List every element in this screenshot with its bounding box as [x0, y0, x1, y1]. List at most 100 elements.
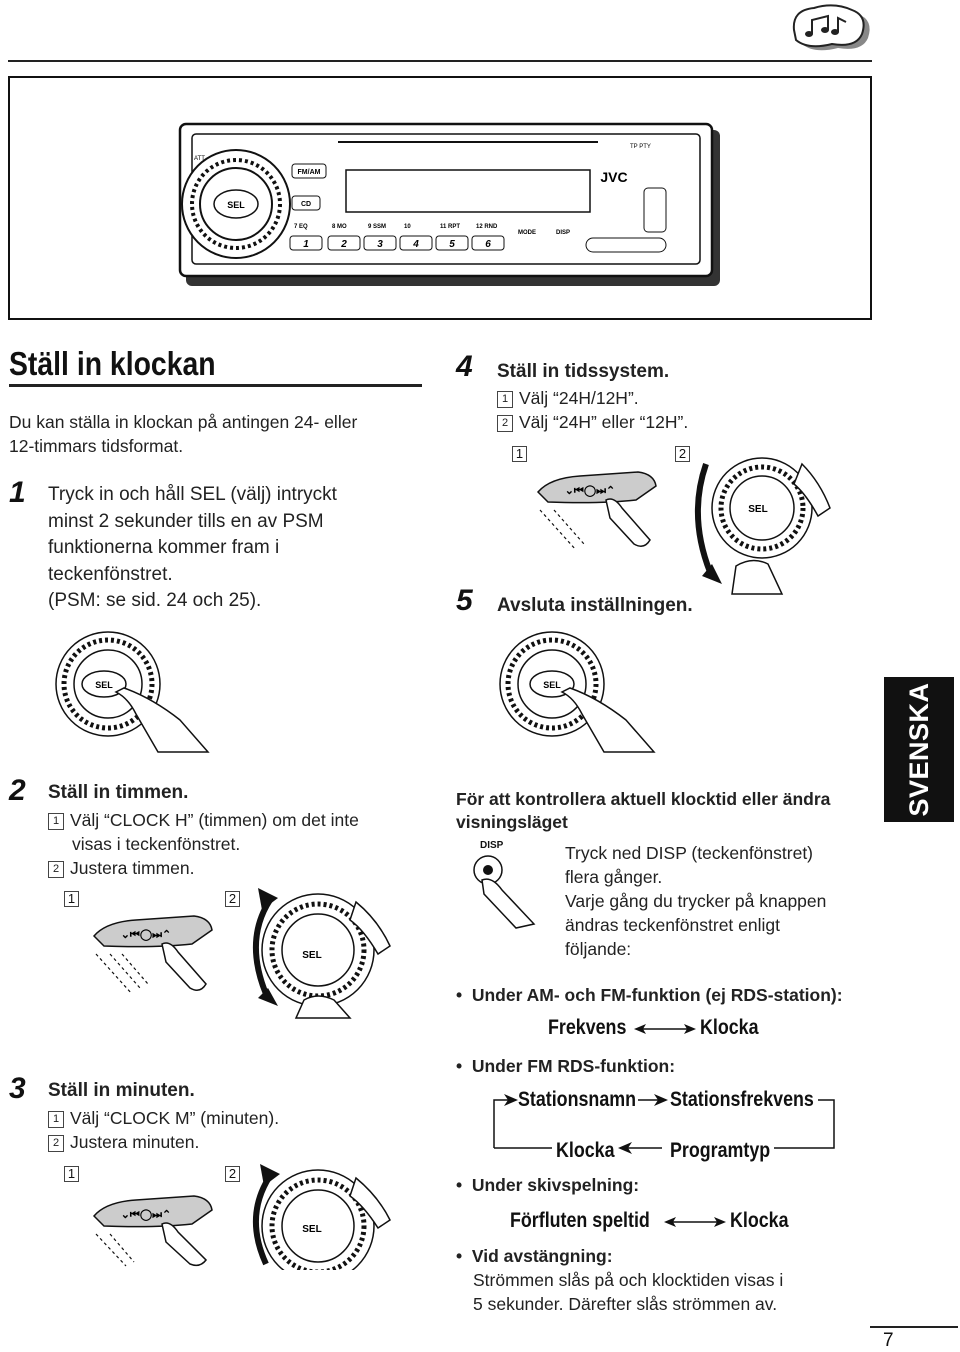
svg-text:SEL: SEL — [748, 504, 767, 515]
unit-preset-button — [289, 235, 323, 251]
music-logo-icon — [792, 4, 870, 51]
unit-top-label: 11 RPT — [440, 224, 460, 230]
page-title: Ställ in klockan — [9, 345, 216, 382]
intro-line-1: Du kan ställa in klockan på antingen 24-… — [9, 412, 358, 432]
cycle-clock-2: Klocka — [556, 1139, 615, 1162]
page-number: 7 — [883, 1330, 894, 1351]
unit-top-label: 10 — [404, 224, 411, 230]
unit-sel-label: SEL — [227, 200, 245, 210]
unit-preset-button — [363, 235, 397, 251]
car-stereo-illustration: SEL ATT FM/AM CD JVC TP PTY 7 EQ 8 MO 9 SS… — [178, 122, 720, 286]
unit-preset-button — [471, 235, 505, 251]
unit-brand-logo: JVC — [600, 169, 627, 185]
step-2-marker-2: 2 — [225, 891, 240, 907]
svg-text:⌄⏮◯⏭⌃: ⌄⏮◯⏭⌃ — [565, 485, 616, 497]
step-3-marker-2: 2 — [225, 1166, 240, 1182]
footer-rule — [870, 1326, 958, 1328]
step-4-turn-knob-illustration: SEL — [694, 457, 831, 595]
title-rule — [9, 384, 422, 387]
unit-fm-am-label: FM/AM — [298, 169, 321, 176]
step-1-text: Tryck in och håll SEL (välj) intryckt mi… — [48, 484, 337, 611]
top-rule — [8, 60, 872, 62]
step-5-title: Avsluta inställningen. — [497, 595, 693, 616]
step-3-number: 3 — [9, 1072, 26, 1105]
unit-disp-label: DISP — [556, 230, 570, 236]
sel-knob-press-illustration-2: SEL — [499, 631, 656, 753]
step-1-number: 1 — [9, 476, 26, 509]
step-2-press-button-illustration: ⌄⏮◯⏭⌃ — [92, 915, 213, 995]
bullet-am-fm: • Under AM- och FM-funktion (ej RDS-stat… — [456, 985, 843, 1005]
step-2-sub-1-cont: visas i teckenfönstret. — [72, 834, 241, 854]
unit-preset-label: 4 — [412, 239, 419, 250]
unit-preset-button — [435, 235, 469, 251]
step-2-title: Ställ in timmen. — [48, 782, 189, 803]
unit-preset-label: 2 — [340, 239, 347, 250]
unit-preset-button — [399, 235, 433, 251]
svg-text:⌄⏮◯⏭⌃: ⌄⏮◯⏭⌃ — [121, 1209, 172, 1221]
disp-button-label: DISP — [480, 840, 504, 851]
svg-text:⌄⏮◯⏭⌃: ⌄⏮◯⏭⌃ — [121, 929, 172, 941]
cycle-station-frequency: Stationsfrekvens — [670, 1088, 814, 1111]
step-5-number: 5 — [456, 584, 473, 617]
double-arrow-icon-2 — [664, 1217, 726, 1227]
cycle-frequency: Frekvens — [548, 1016, 627, 1039]
step-2-marker-1: 1 — [64, 891, 79, 907]
check-description: Tryck ned DISP (teckenfönstret) flera gå… — [565, 843, 827, 959]
svg-text:SEL: SEL — [543, 680, 561, 690]
intro-line-2: 12-timmars tidsformat. — [9, 436, 184, 456]
step-2-number: 2 — [9, 774, 26, 807]
step-2-turn-knob-illustration: SEL — [252, 888, 391, 1019]
step-3-title: Ställ in minuten. — [48, 1080, 195, 1101]
step-3-marker-1: 1 — [64, 1166, 79, 1182]
step-3-press-button-illustration: ⌄⏮◯⏭⌃ — [92, 1195, 213, 1267]
disp-button-press-illustration — [473, 855, 536, 929]
unit-tp-pty-label: TP PTY — [630, 144, 651, 150]
cycle-clock-3: Klocka — [730, 1209, 789, 1232]
check-title-2: visningsläget — [456, 812, 568, 832]
step-4-marker-1: 1 — [512, 446, 527, 462]
unit-top-label: 9 SSM — [368, 224, 386, 230]
unit-top-labels: 7 EQ 8 MO 9 SSM 10 11 RPT 12 RND — [294, 224, 498, 230]
power-off-text: Strömmen slås på och klocktiden visas i … — [473, 1270, 784, 1314]
unit-preset-label: 6 — [485, 239, 491, 250]
svg-text:SEL: SEL — [95, 680, 113, 690]
unit-illustration-frame — [8, 76, 872, 320]
svg-text:SEL: SEL — [302, 1224, 321, 1235]
unit-preset-button — [327, 235, 361, 251]
step-3-turn-knob-illustration: SEL — [253, 1164, 391, 1270]
unit-preset-label: 1 — [303, 239, 309, 250]
step-4-marker-2: 2 — [675, 446, 690, 462]
double-arrow-icon — [634, 1024, 696, 1034]
unit-top-label: 12 RND — [476, 224, 498, 230]
step-4-title: Ställ in tidssystem. — [497, 361, 670, 382]
unit-preset-label: 3 — [377, 239, 383, 250]
language-tab: SVENSKA — [884, 677, 954, 822]
bullet-fm-rds: • Under FM RDS-funktion: — [456, 1056, 676, 1076]
unit-att-label: ATT — [194, 156, 205, 162]
cycle-elapsed-time: Förfluten speltid — [510, 1209, 650, 1232]
unit-top-label: 8 MO — [332, 224, 347, 230]
step-4-press-button-illustration: ⌄⏮◯⏭⌃ — [536, 471, 657, 551]
bullet-power-off: • Vid avstängning: — [456, 1246, 613, 1266]
unit-cd-label: CD — [301, 201, 311, 208]
step-4-number: 4 — [456, 350, 473, 383]
svg-text:SEL: SEL — [302, 950, 321, 961]
cycle-program-type: Programtyp — [670, 1139, 771, 1162]
cycle-station-name: Stationsnamn — [518, 1088, 637, 1111]
sel-knob-press-illustration-1: SEL — [55, 631, 210, 753]
check-title-1: För att kontrollera aktuell klocktid ell… — [456, 789, 831, 809]
language-tab-label: SVENSKA — [904, 682, 934, 817]
bullet-disc: • Under skivspelning: — [456, 1175, 640, 1195]
unit-top-label: 7 EQ — [294, 224, 308, 230]
unit-preset-buttons: 1 2 3 4 5 6 — [289, 235, 505, 251]
unit-preset-label: 5 — [449, 239, 455, 250]
rds-cycle-arrows — [493, 1094, 835, 1154]
unit-mode-label: MODE — [518, 230, 536, 236]
cycle-clock-1: Klocka — [700, 1016, 759, 1039]
